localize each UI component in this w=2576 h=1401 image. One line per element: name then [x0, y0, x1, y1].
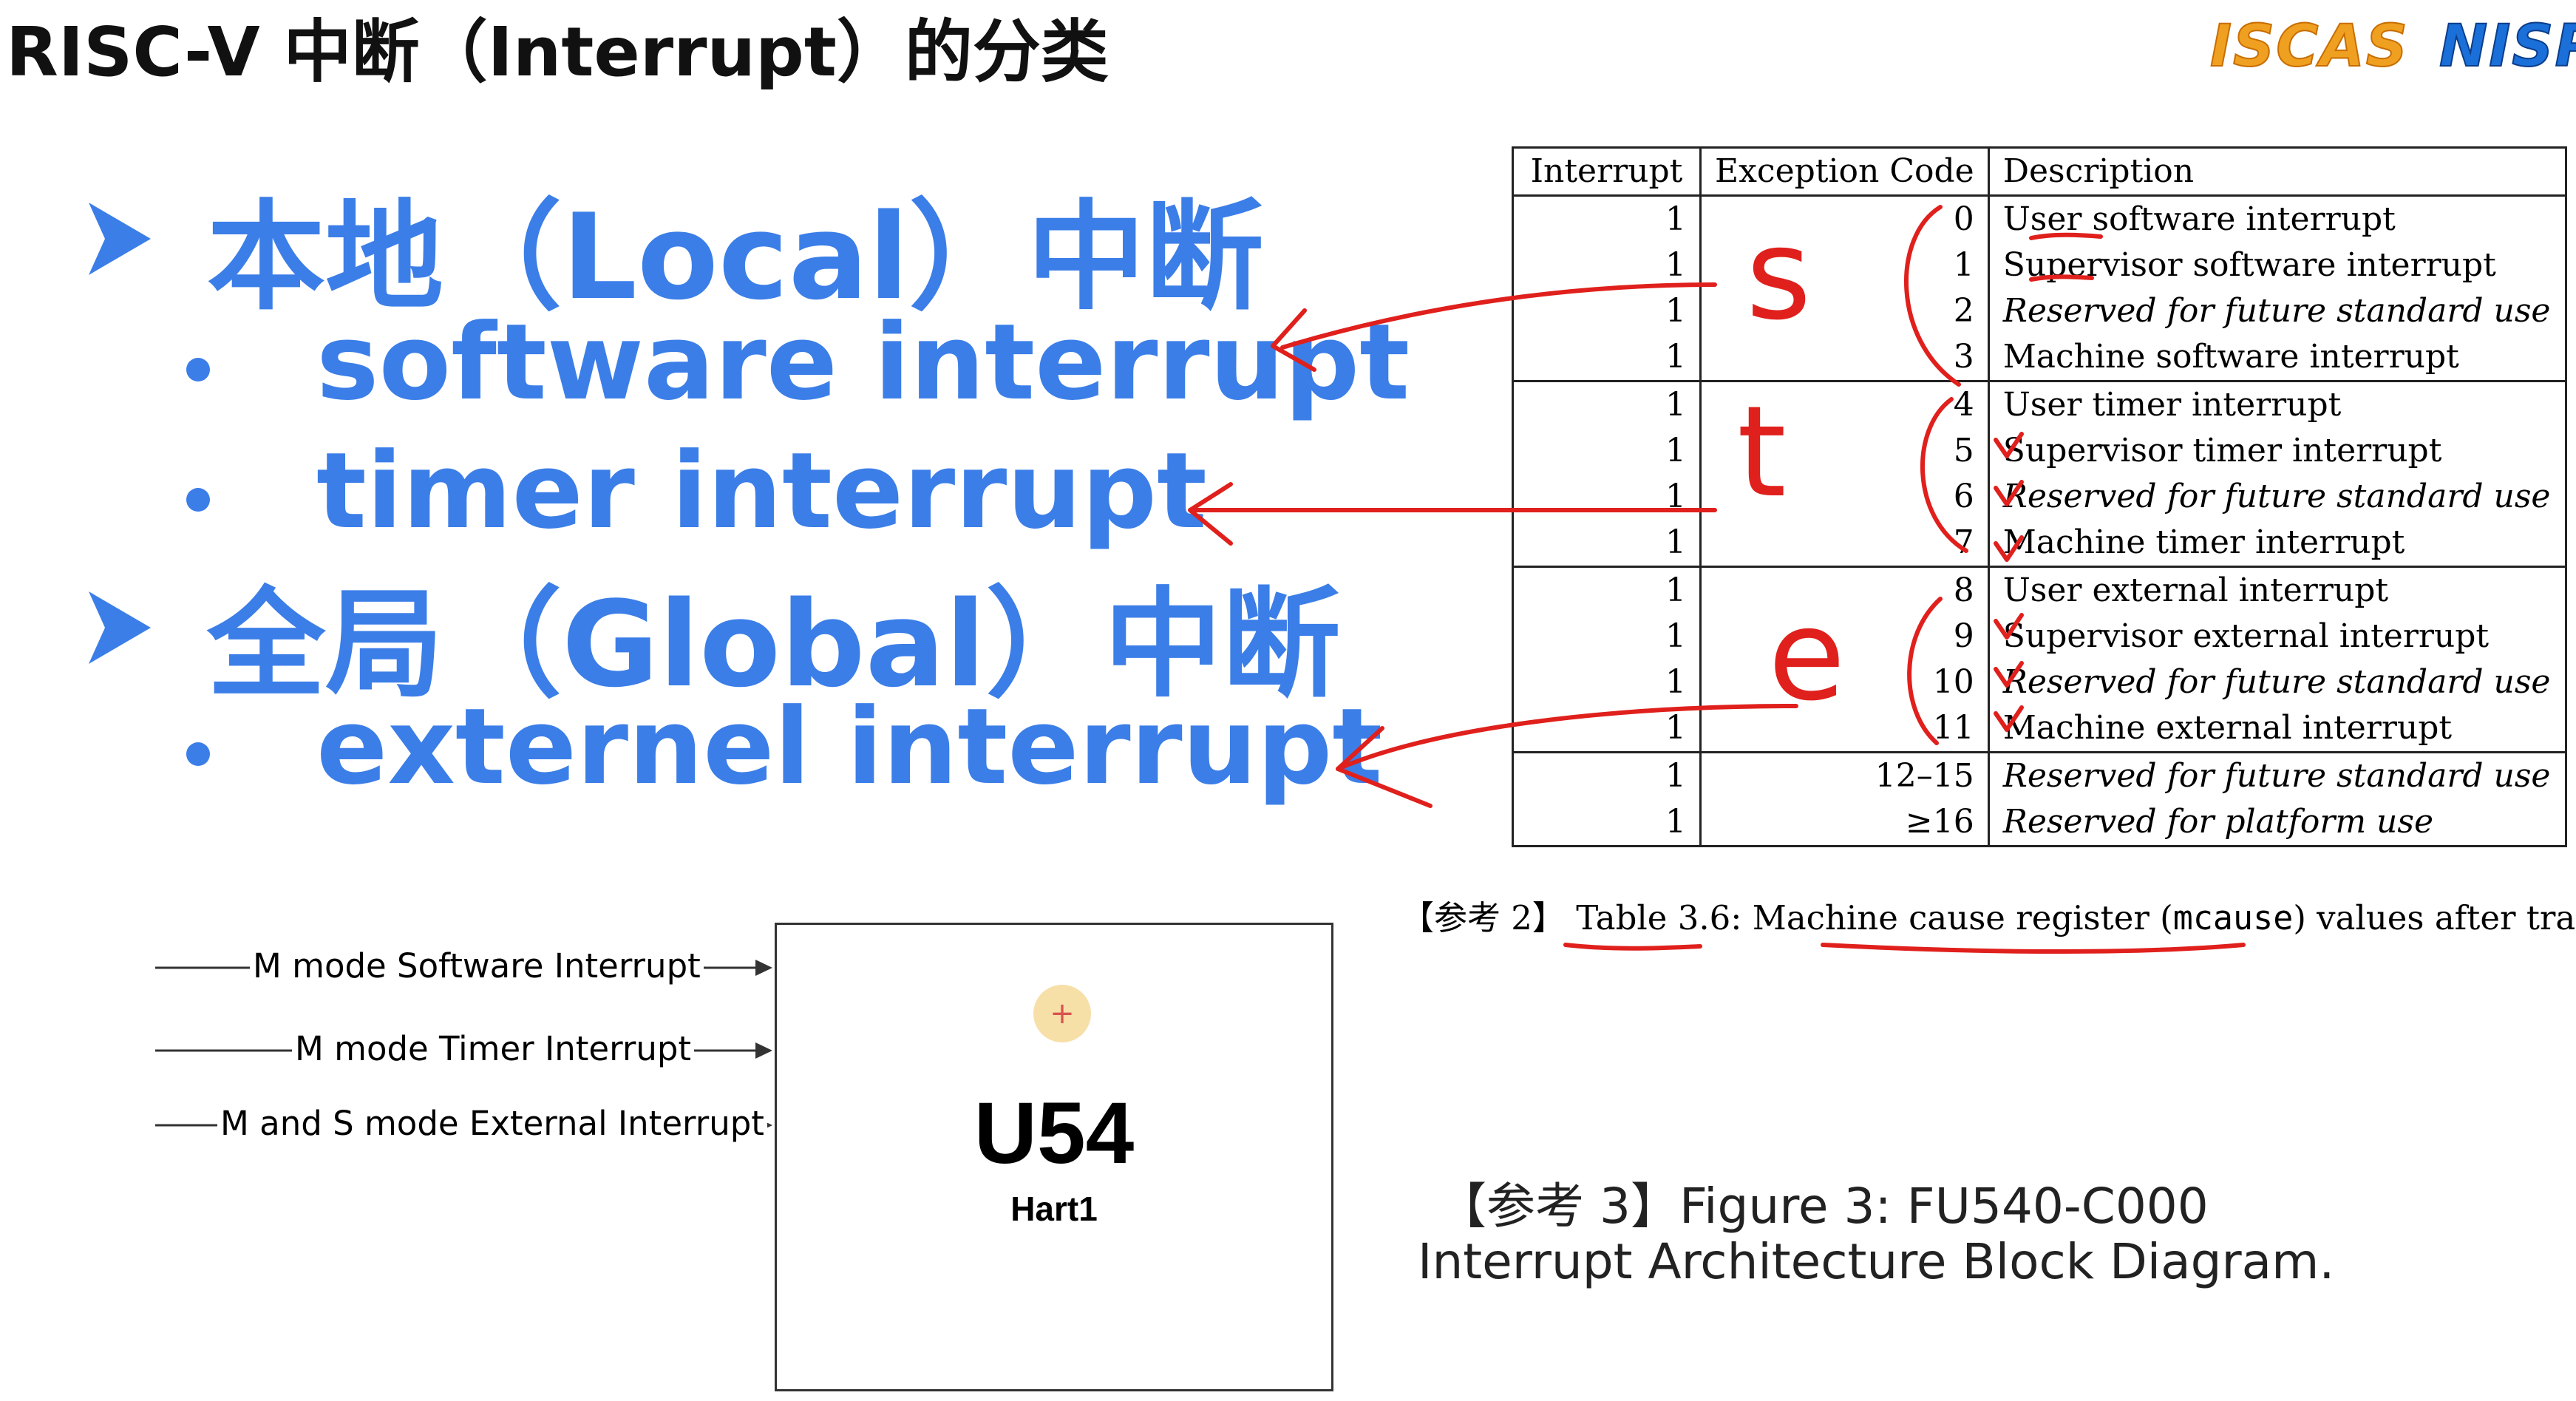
- cursor-crosshair-icon: +: [1050, 997, 1075, 1031]
- bullet-timer-interrupt: timer interrupt: [316, 430, 1207, 552]
- cell-interrupt: 1: [1512, 242, 1702, 288]
- dot-bullet-icon: [186, 488, 210, 512]
- cell-interrupt: 1: [1512, 195, 1702, 242]
- cell-description: Machine external interrupt: [1988, 705, 2566, 753]
- caption-prefix: 【参考 2】: [1401, 898, 1566, 937]
- cell-description: Reserved for platform use: [2002, 803, 2434, 841]
- slide-title: RISC-V 中断（Interrupt）的分类: [6, 13, 1109, 92]
- cell-description: Reserved for future standard use: [2002, 292, 2551, 330]
- cell-exception-code: ≥16: [1700, 799, 1990, 847]
- signal-label-software: M mode Software Interrupt: [250, 946, 704, 986]
- cell-interrupt: 1: [1512, 799, 1702, 847]
- cell-description: Machine timer interrupt: [1988, 520, 2566, 568]
- iscas-logo: ISCAS: [2209, 13, 2409, 81]
- bullet-external-interrupt: externel interrupt: [316, 686, 1383, 808]
- header-description: Description: [1988, 147, 2566, 197]
- hart-label: Hart1: [1010, 1190, 1098, 1228]
- local-interrupt-heading: 本地（Local）中断: [207, 188, 1264, 326]
- cell-description: Machine software interrupt: [1988, 334, 2566, 382]
- caption-register-name: mcause: [2172, 898, 2294, 937]
- cell-description: User timer interrupt: [2002, 386, 2342, 424]
- figure-reference-line1: 【参考 3】Figure 3: FU540-C000: [1438, 1178, 2209, 1235]
- arrowhead-icon: [755, 1042, 772, 1059]
- caption-table-number: Table 3.6:: [1576, 898, 1742, 937]
- cell-interrupt: 1: [1512, 614, 1702, 659]
- cell-interrupt: 1: [1512, 428, 1702, 474]
- cell-description: Reserved for future standard use: [2002, 478, 2551, 515]
- logo-group: ISCAS NISP: [2209, 13, 2576, 87]
- arrowhead-icon: [755, 960, 772, 976]
- header-exception-code: Exception Code: [1700, 147, 1990, 197]
- dot-bullet-icon: [186, 358, 210, 381]
- nisp-logo: NISP: [2439, 13, 2576, 81]
- cell-description: Supervisor external interrupt: [2002, 617, 2490, 655]
- cell-description: Reserved for future standard use: [2002, 663, 2551, 701]
- triangle-bullet-icon: [89, 591, 151, 664]
- signal-label-timer: M mode Timer Interrupt: [292, 1029, 695, 1068]
- global-interrupt-heading: 全局（Global）中断: [207, 575, 1341, 713]
- header-interrupt: Interrupt: [1512, 147, 1702, 197]
- core-name: U54: [973, 1085, 1135, 1182]
- caption-text-b: ) values after trap.: [2293, 898, 2576, 937]
- cell-exception-code: 12–15: [1700, 752, 1990, 799]
- u54-core-block: [775, 923, 1333, 1391]
- table-header-row: Interrupt Exception Code Description: [1512, 147, 2566, 197]
- figure-reference-line2: Interrupt Architecture Block Diagram.: [1418, 1233, 2335, 1290]
- cursor-highlight: [1033, 985, 1091, 1042]
- cell-interrupt: 1: [1512, 381, 1702, 428]
- signal-label-external: M and S mode External Interrupt: [217, 1104, 767, 1143]
- table-caption: 【参考 2】 Table 3.6: Machine cause register…: [1401, 891, 2576, 939]
- caption-text-a: Machine cause register (: [1752, 898, 2173, 937]
- cell-interrupt: 1: [1512, 566, 1702, 614]
- triangle-bullet-icon: [89, 203, 151, 275]
- cell-description: Reserved for future standard use: [2002, 757, 2551, 795]
- table-row: 1≥16 Reserved for platform use: [1512, 799, 2566, 847]
- cell-description: Supervisor timer interrupt: [2002, 432, 2442, 469]
- bullet-software-interrupt: software interrupt: [316, 302, 1410, 424]
- cell-description: User external interrupt: [2002, 571, 2389, 609]
- dot-bullet-icon: [186, 742, 210, 766]
- cell-interrupt: 1: [1512, 520, 1702, 568]
- cell-description: User software interrupt: [2002, 200, 2396, 238]
- cell-interrupt: 1: [1512, 659, 1702, 705]
